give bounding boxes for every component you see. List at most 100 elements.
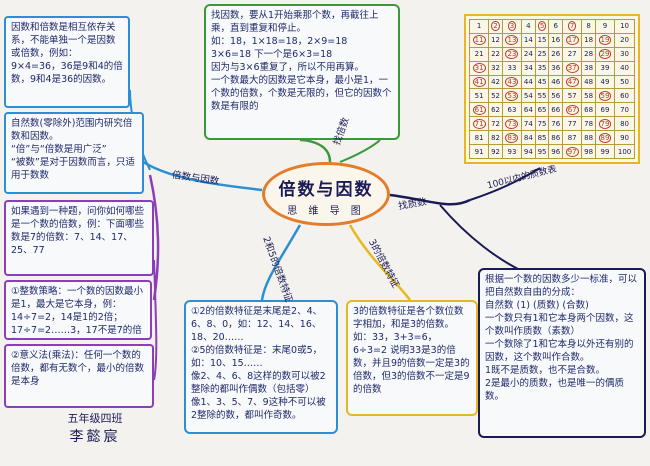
prime-table-cell: 86 (548, 130, 564, 146)
prime-table-number: 8 (586, 22, 591, 31)
prime-table-cell: 10 (614, 19, 635, 34)
prime-table-number: 51 (474, 91, 484, 100)
prime-table-cell: 29 (594, 46, 616, 62)
prime-table-cell: 15 (534, 32, 550, 48)
prime-table-cell: 78 (581, 116, 596, 132)
prime-table-number: 94 (523, 147, 533, 156)
prime-table-number: 79 (598, 118, 612, 129)
prime-table-number: 24 (523, 50, 533, 59)
prime-table-cell: 75 (534, 116, 550, 132)
prime-table-number: 27 (567, 50, 577, 59)
prime-table-number: 72 (491, 119, 500, 128)
prime-table-number: 25 (537, 50, 547, 59)
prime-table-cell: 96 (548, 144, 564, 159)
branch-bottom-left (260, 224, 302, 301)
prime-table-number: 82 (491, 133, 500, 142)
prime-table-cell: 100 (614, 144, 635, 159)
prime-table-cell: 84 (521, 130, 536, 146)
prime-table-number: 98 (584, 147, 594, 156)
prime-table-cell: 32 (488, 60, 503, 76)
prime-table-cell: 18 (581, 32, 596, 48)
prime-table-cell: 42 (488, 74, 503, 90)
prime-table-number: 41 (472, 77, 486, 87)
prime-table-cell: 54 (521, 88, 536, 104)
note-dependency: 因数和倍数是相互依存关系，不能单独一个是因数或倍数，例如：9×4=36，36是9… (4, 16, 130, 108)
prime-table-cell: 28 (581, 46, 596, 62)
prime-table-number: 91 (474, 147, 484, 156)
prime-table-cell: 12 (488, 32, 503, 48)
prime-table-number: 90 (620, 133, 630, 142)
prime-table-number: 96 (551, 147, 561, 156)
prime-table-number: 95 (537, 147, 547, 156)
prime-table-cell: 88 (581, 130, 596, 146)
prime-table-cell: 19 (594, 32, 616, 48)
prime-table-number: 38 (584, 64, 594, 73)
prime-table-number: 14 (523, 36, 533, 45)
prime-table-number: 45 (537, 78, 547, 86)
prime-table-cell: 2 (488, 19, 503, 34)
prime-table-number: 97 (565, 146, 579, 157)
prime-table-number: 59 (598, 90, 612, 101)
branch-bottom-right (348, 224, 411, 301)
prime-table-number: 4 (526, 22, 531, 31)
prime-table-cell: 80 (614, 116, 635, 132)
prime-table-cell: 45 (534, 74, 550, 90)
prime-table-cell: 71 (468, 116, 490, 132)
prime-table-cell: 92 (488, 144, 503, 159)
prime-table-number: 39 (600, 64, 610, 73)
prime-table-number: 99 (600, 147, 610, 156)
prime-table-cell: 27 (562, 46, 583, 62)
prime-table-number: 64 (523, 105, 533, 114)
prime-table-cell: 22 (488, 46, 503, 62)
prime-table-number: 86 (551, 133, 561, 142)
prime-table-cell: 17 (562, 32, 583, 48)
prime-table-number: 19 (598, 35, 612, 46)
prime-table-cell: 26 (548, 46, 564, 62)
prime-table-cell: 37 (562, 60, 583, 76)
prime-table-cell: 69 (594, 102, 616, 118)
prime-table-cell: 91 (468, 144, 490, 159)
prime-table-cell: 65 (534, 102, 550, 118)
note-find-multiples: 如果遇到一种题，问你如何哪些是一个数的倍数，例：下面哪些数是7的倍数：7、14、… (4, 200, 154, 276)
prime-table-cell: 49 (594, 74, 616, 90)
prime-table-number: 100 (617, 147, 632, 156)
prime-table-cell: 34 (521, 60, 536, 76)
prime-table-number: 18 (584, 36, 594, 45)
prime-table-cell: 21 (468, 46, 490, 62)
prime-table-cell: 94 (521, 144, 536, 159)
prime-table-number: 71 (472, 118, 486, 129)
prime-table-cell: 76 (548, 116, 564, 132)
prime-table-cell: 74 (521, 116, 536, 132)
prime-table-number: 50 (620, 78, 630, 86)
prime-table-number: 6 (553, 22, 558, 31)
prime-table-number: 47 (565, 77, 579, 87)
prime-table-cell: 57 (562, 88, 583, 104)
note-natural-numbers: 自然数(零除外)范围内研究倍数和因数。 “倍”与“倍数是用广泛” “被数”是对于… (4, 112, 144, 194)
prime-table-cell: 11 (468, 32, 490, 48)
prime-table-number: 53 (505, 90, 519, 101)
note-meaning-method: ②意义法(乘法)：任何一个数的倍数，都有无数个，最小的倍数是本身 (4, 344, 154, 408)
prime-table-cell: 13 (501, 32, 523, 48)
prime-table-number: 54 (523, 91, 533, 100)
prime-table-cell: 4 (521, 19, 536, 34)
prime-table-cell: 14 (521, 32, 536, 48)
prime-table-cell: 30 (614, 46, 635, 62)
central-title: 倍数与因数 (278, 180, 374, 200)
prime-table-cell: 51 (468, 88, 490, 104)
prime-table-cell: 61 (468, 102, 490, 118)
prime-table-number: 66 (551, 105, 561, 114)
prime-table-cell: 79 (594, 116, 616, 132)
prime-table-number: 46 (551, 78, 561, 86)
prime-table-number: 83 (505, 132, 519, 143)
prime-table-cell: 9 (594, 19, 616, 34)
prime-table-cell: 20 (614, 32, 635, 48)
prime-table-cell: 67 (562, 102, 583, 118)
prime-table-cell: 39 (594, 60, 616, 76)
prime-table-cell: 48 (581, 74, 596, 90)
prime-table-cell: 1 (468, 19, 490, 34)
